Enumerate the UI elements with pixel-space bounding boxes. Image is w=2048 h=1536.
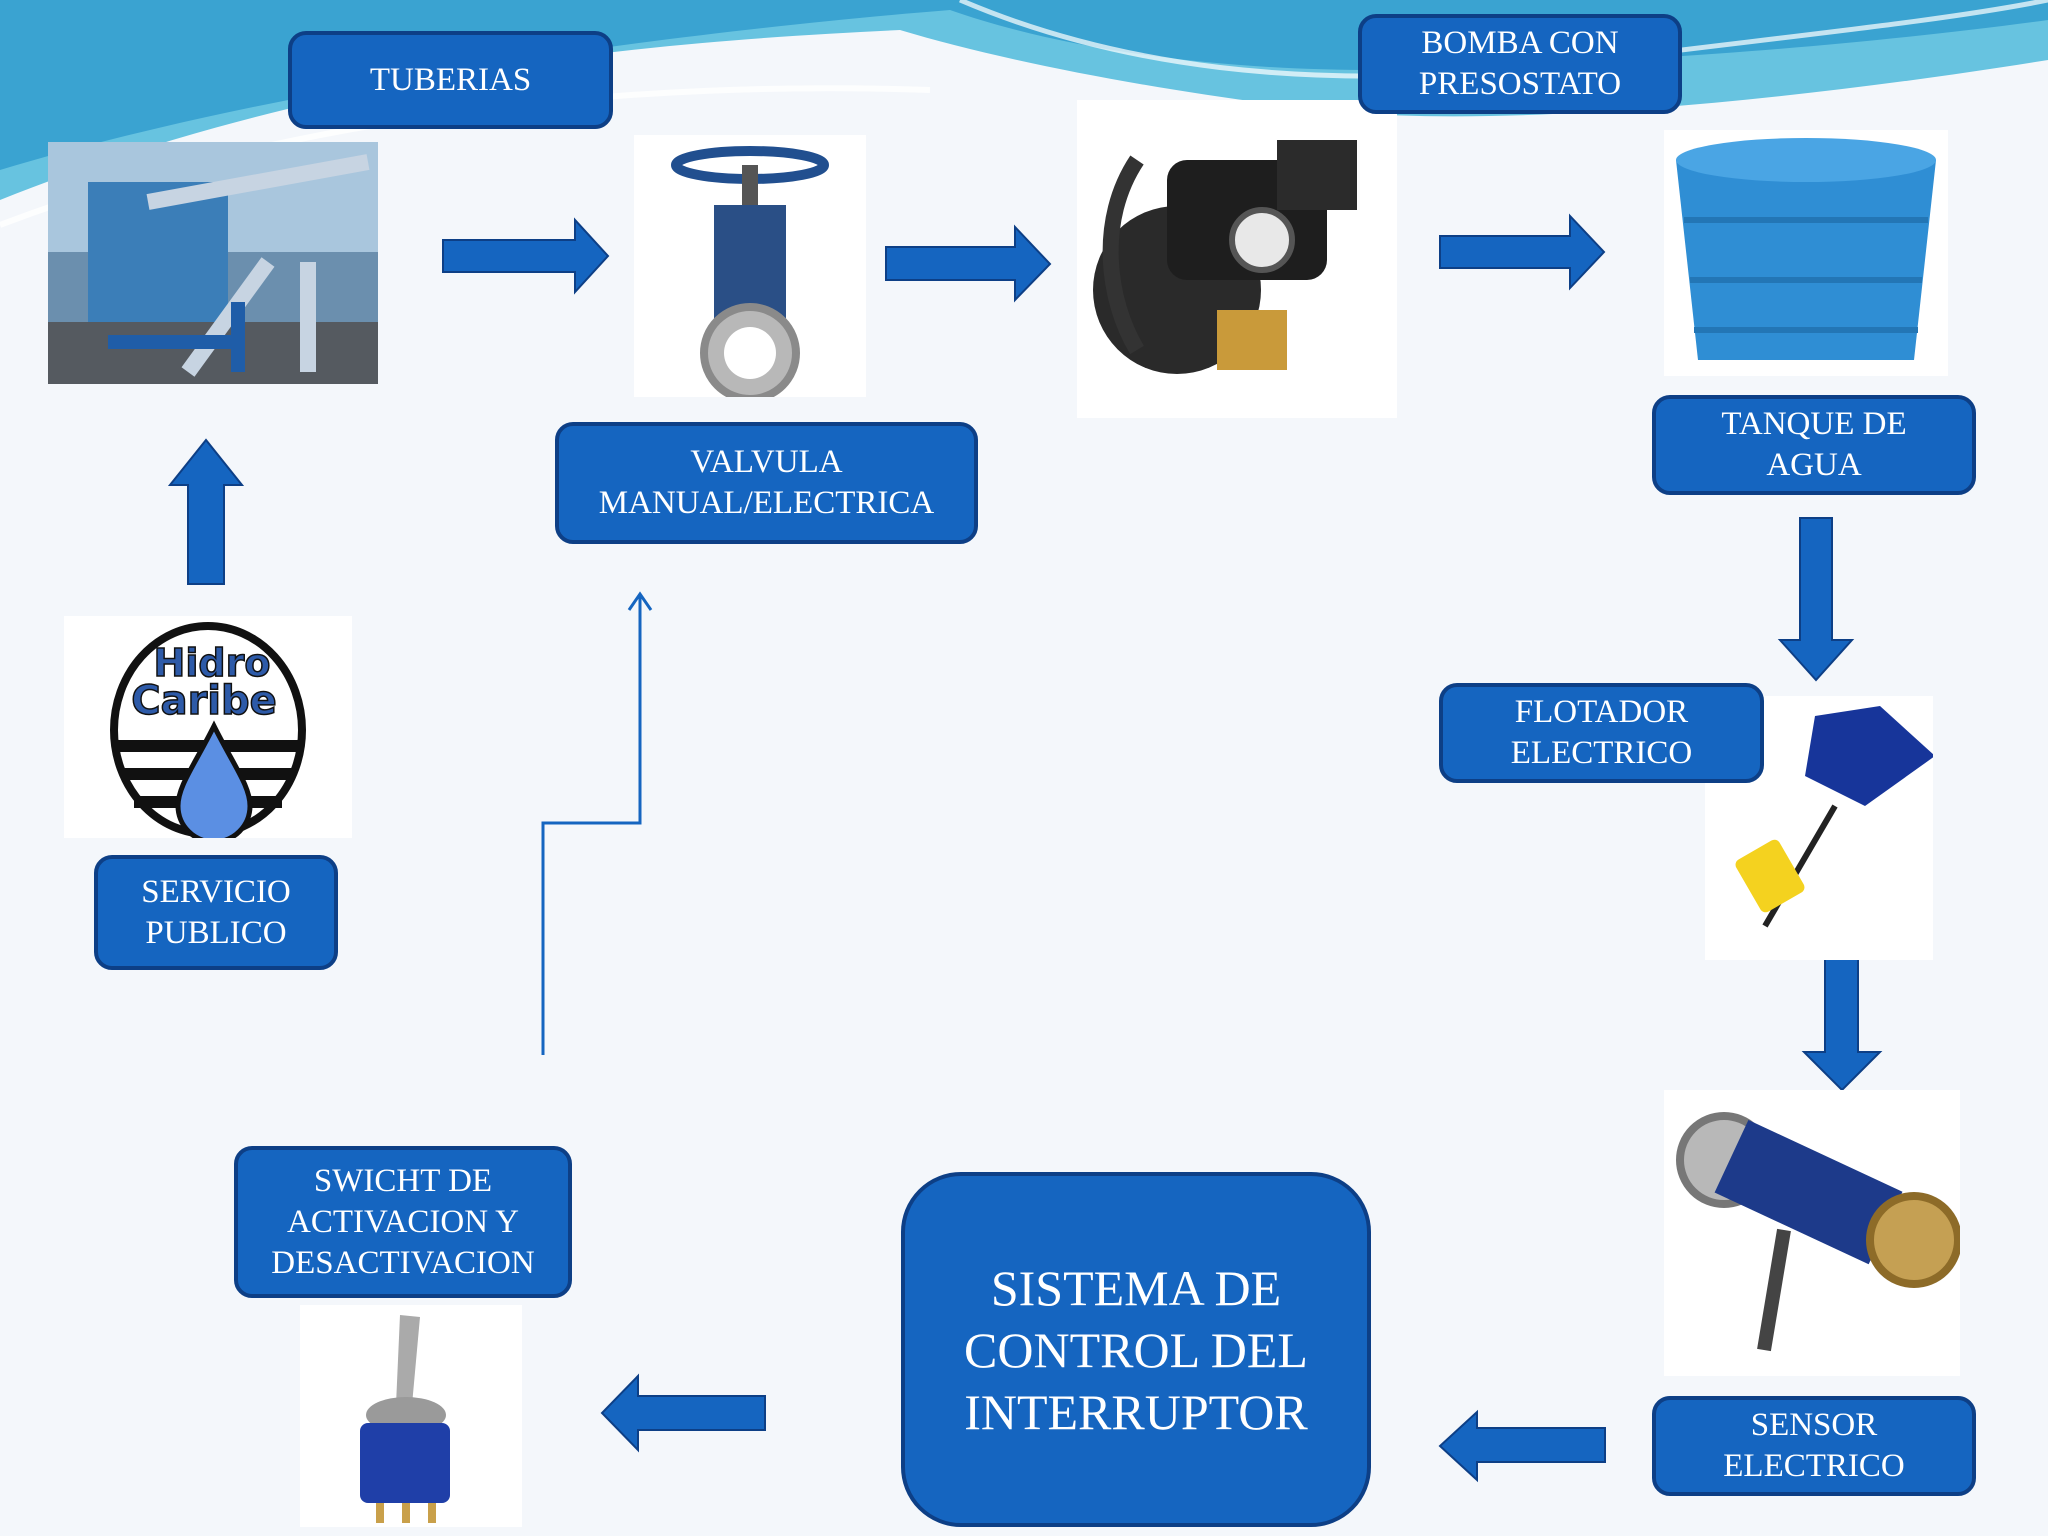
arrow-left-1 xyxy=(1438,1409,1606,1483)
box-tanque: TANQUE DE AGUA xyxy=(1652,395,1976,495)
logo-line1: Hidro xyxy=(154,641,271,685)
arrow-down-1 xyxy=(1777,517,1855,682)
box-switch: SWICHT DE ACTIVACION Y DESACTIVACION xyxy=(234,1146,572,1298)
return-line xyxy=(541,596,642,1055)
pipeline-photo xyxy=(48,142,378,384)
hidro-caribe-logo: Hidro Caribe xyxy=(64,616,352,838)
pump-photo xyxy=(1077,100,1397,418)
arrow-left-2 xyxy=(600,1373,766,1453)
box-flotador: FLOTADOR ELECTRICO xyxy=(1439,683,1764,783)
arrow-right-3 xyxy=(1439,213,1606,291)
box-valvula: VALVULA MANUAL/ELECTRICA xyxy=(555,422,978,544)
valve-photo xyxy=(634,135,866,397)
logo-line2: Caribe xyxy=(131,678,277,724)
water-tank-photo xyxy=(1664,130,1948,376)
toggle-switch-photo xyxy=(300,1305,522,1527)
box-bomba: BOMBA CON PRESOSTATO xyxy=(1358,14,1682,114)
arrow-right-2 xyxy=(885,224,1052,303)
arrow-right-1 xyxy=(442,217,610,295)
box-tuberias: TUBERIAS xyxy=(288,31,613,129)
box-servicio: SERVICIO PUBLICO xyxy=(94,855,338,970)
return-line-head xyxy=(627,591,653,611)
box-sensor: SENSOR ELECTRICO xyxy=(1652,1396,1976,1496)
sensor-photo xyxy=(1664,1090,1960,1376)
box-sistema: SISTEMA DE CONTROL DEL INTERRUPTOR xyxy=(901,1172,1371,1527)
arrow-up-1 xyxy=(167,438,245,585)
